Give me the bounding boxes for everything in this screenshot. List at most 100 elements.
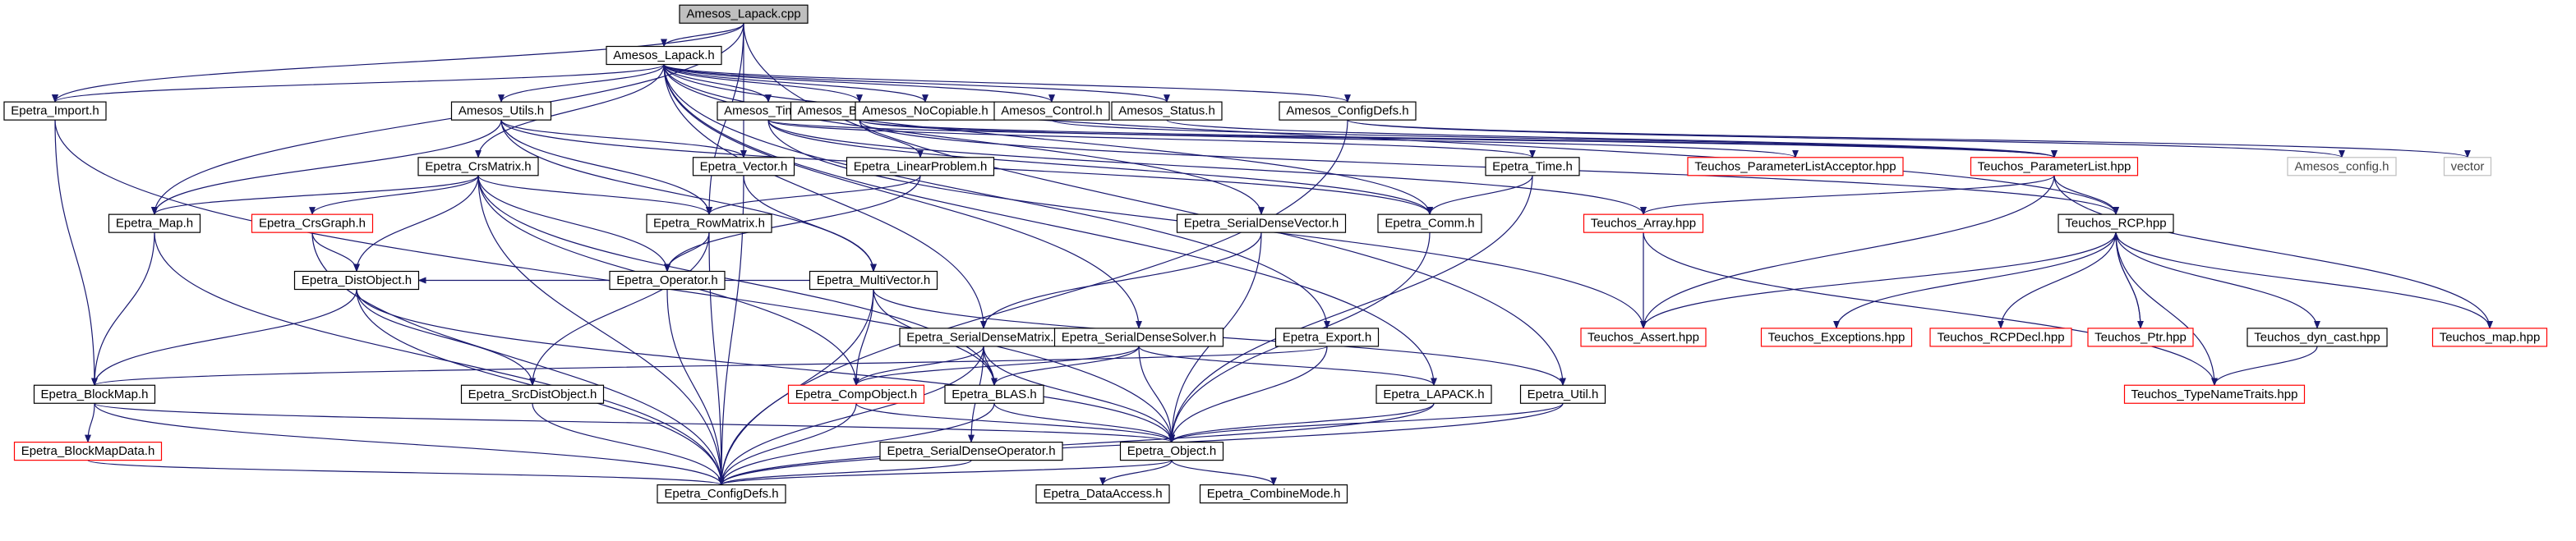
node-rcp[interactable]: Teuchos_RCP.hpp: [2058, 213, 2174, 233]
node-label: Epetra_SerialDenseVector.h: [1184, 217, 1339, 231]
node-box: [606, 45, 722, 66]
node-econfig[interactable]: Epetra_ConfigDefs.h: [657, 484, 786, 504]
node-ptr[interactable]: Teuchos_Ptr.hpp: [2087, 328, 2194, 347]
node-vec[interactable]: vector: [2443, 157, 2492, 177]
node-box: [787, 384, 925, 404]
node-object[interactable]: Epetra_Object.h: [1119, 442, 1224, 461]
node-utils[interactable]: Amesos_Utils.h: [450, 101, 552, 121]
node-serdensemat[interactable]: Epetra_SerialDenseMatrix.h: [899, 328, 1068, 347]
edge-import-to-blockmap: [54, 120, 98, 387]
node-serdenseop[interactable]: Epetra_SerialDenseOperator.h: [879, 442, 1063, 461]
node-box: [1053, 328, 1224, 347]
edge-eutil-to-object: [1168, 402, 1564, 443]
edge-crsmatrix-to-econfig: [477, 175, 725, 486]
node-map[interactable]: Epetra_Map.h: [108, 213, 201, 233]
node-nocopiable[interactable]: Amesos_NoCopiable.h: [855, 101, 996, 121]
node-box: [1760, 328, 1913, 347]
edge-distobj-to-object: [356, 289, 1175, 443]
node-box: [1274, 328, 1380, 347]
node-label: Epetra_LAPACK.h: [1383, 387, 1484, 401]
node-serdensevec[interactable]: Epetra_SerialDenseVector.h: [1176, 213, 1347, 233]
node-comm[interactable]: Epetra_Comm.h: [1377, 213, 1482, 233]
node-label: Amesos_Control.h: [1001, 104, 1102, 118]
node-box: [1970, 157, 2139, 177]
edge-lapack_h-to-time: [663, 64, 772, 103]
node-box: [1111, 101, 1223, 121]
edge-dyncast-to-typenametraits: [2211, 346, 2318, 387]
node-label: Epetra_DistObject.h: [302, 273, 412, 287]
node-vector[interactable]: Epetra_Vector.h: [692, 157, 795, 177]
node-rowmatrix[interactable]: Epetra_RowMatrix.h: [646, 213, 772, 233]
node-label: Teuchos_TypeNameTraits.hpp: [2131, 387, 2298, 401]
node-multivec[interactable]: Epetra_MultiVector.h: [809, 270, 938, 291]
node-label: Teuchos_dyn_cast.hpp: [2254, 330, 2380, 344]
node-blas[interactable]: Epetra_BLAS.h: [944, 384, 1044, 404]
node-label: Teuchos_Array.hpp: [1591, 217, 1696, 231]
node-tmap[interactable]: Teuchos_map.hpp: [2431, 328, 2548, 347]
edge-rowmatrix-to-srcdistobj: [529, 232, 710, 387]
node-paramlist[interactable]: Teuchos_ParameterList.hpp: [1970, 157, 2139, 177]
node-rcpdecl[interactable]: Teuchos_RCPDecl.hpp: [1929, 328, 2072, 347]
node-crsmatrix[interactable]: Epetra_CrsMatrix.h: [417, 157, 539, 177]
node-box: [1377, 213, 1482, 233]
node-configdefs_a[interactable]: Amesos_ConfigDefs.h: [1279, 101, 1417, 121]
edge-rowmatrix-to-operator: [664, 232, 710, 273]
edge-linprob-to-rowmatrix: [706, 175, 921, 216]
node-lapack_h[interactable]: Amesos_Lapack.h: [606, 45, 722, 66]
node-crsgraph[interactable]: Epetra_CrsGraph.h: [251, 213, 374, 233]
node-box: [679, 4, 809, 24]
node-control[interactable]: Amesos_Control.h: [993, 101, 1110, 121]
node-dataaccess[interactable]: Epetra_DataAccess.h: [1035, 484, 1170, 504]
node-eutil[interactable]: Epetra_Util.h: [1519, 384, 1606, 404]
edge-blockmap-to-econfig: [94, 403, 725, 486]
edge-lapack_h-to-serdensevec: [663, 64, 1265, 216]
node-srcdistobj[interactable]: Epetra_SrcDistObject.h: [460, 384, 605, 404]
edge-object-to-combinemode: [1171, 460, 1277, 486]
node-aconfig[interactable]: Amesos_config.h: [2287, 157, 2397, 177]
edge-paramlist-to-array: [1640, 175, 2055, 216]
node-box: [251, 213, 374, 233]
node-etime[interactable]: Epetra_Time.h: [1485, 157, 1580, 177]
node-dyncast[interactable]: Teuchos_dyn_cast.hpp: [2247, 328, 2388, 347]
edge-serdensevec-to-serdensemat: [980, 232, 1262, 329]
node-blockmap[interactable]: Epetra_BlockMap.h: [33, 384, 156, 404]
node-label: Epetra_Vector.h: [700, 159, 788, 173]
node-array[interactable]: Teuchos_Array.hpp: [1583, 213, 1704, 233]
node-label: Epetra_Import.h: [11, 104, 99, 118]
node-assert[interactable]: Teuchos_Assert.hpp: [1580, 328, 1707, 347]
node-box: [2123, 384, 2306, 404]
node-linprob[interactable]: Epetra_LinearProblem.h: [846, 157, 995, 177]
node-box: [2287, 157, 2397, 177]
edge-rcp-to-tmap: [2115, 232, 2493, 329]
node-compobj[interactable]: Epetra_CompObject.h: [787, 384, 925, 404]
node-label: Epetra_MultiVector.h: [817, 273, 930, 287]
node-export[interactable]: Epetra_Export.h: [1274, 328, 1380, 347]
node-placcept[interactable]: Teuchos_ParameterListAcceptor.hpp: [1687, 157, 1904, 177]
edge-blockmap-to-blockmapdata: [85, 403, 95, 443]
node-label: Epetra_SerialDenseOperator.h: [887, 444, 1055, 458]
edge-serdensemat-to-object: [983, 346, 1175, 443]
node-box: [2443, 157, 2492, 177]
node-typenametraits[interactable]: Teuchos_TypeNameTraits.hpp: [2123, 384, 2306, 404]
node-distobj[interactable]: Epetra_DistObject.h: [293, 270, 420, 291]
edge-crsmatrix-to-map: [151, 175, 479, 216]
node-root[interactable]: Amesos_Lapack.cpp: [679, 4, 809, 24]
edge-lapack_h-to-status: [663, 63, 1170, 103]
edge-basesolver-to-placcept: [859, 119, 1799, 158]
node-import[interactable]: Epetra_Import.h: [3, 101, 107, 121]
node-label: Epetra_Comm.h: [1385, 217, 1474, 231]
node-elapack[interactable]: Epetra_LAPACK.h: [1376, 384, 1492, 404]
node-operator[interactable]: Epetra_Operator.h: [609, 270, 726, 291]
node-serdensesolver[interactable]: Epetra_SerialDenseSolver.h: [1053, 328, 1224, 347]
edge-object-to-dataaccess: [1099, 460, 1173, 486]
edge-lapack_h-to-import: [52, 63, 665, 103]
node-exceptions[interactable]: Teuchos_Exceptions.hpp: [1760, 328, 1913, 347]
node-blockmapdata[interactable]: Epetra_BlockMapData.h: [13, 442, 163, 461]
edge-crsmatrix-to-operator: [477, 175, 670, 273]
node-box: [417, 157, 539, 177]
node-box: [944, 384, 1044, 404]
edge-crsgraph-to-econfig: [311, 232, 725, 486]
node-box: [33, 384, 156, 404]
node-status[interactable]: Amesos_Status.h: [1111, 101, 1223, 121]
node-combinemode[interactable]: Epetra_CombineMode.h: [1199, 484, 1348, 504]
